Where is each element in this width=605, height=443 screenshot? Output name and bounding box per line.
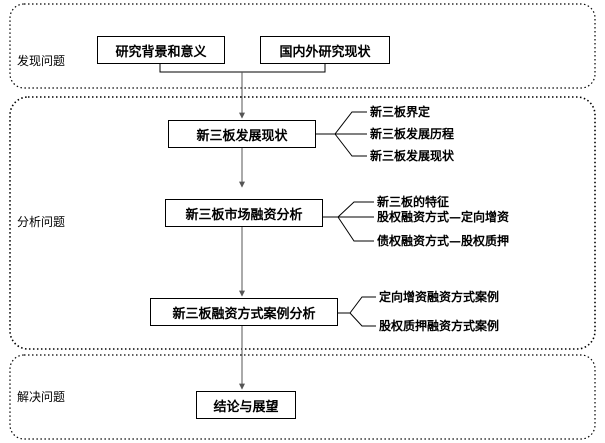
node-literature: 国内外研究现状 [260,36,390,64]
leaf-development-status: 新三板发展现状 [370,149,455,163]
node-financing-analysis: 新三板市场融资分析 [165,199,323,227]
leaf-development-definition: 新三板界定 [370,105,431,119]
stage-boundary-analyze [9,96,596,350]
stage-label-solve: 解决问题 [17,390,66,404]
stage-label-discover: 发现问题 [17,54,66,68]
merge-connector [159,64,326,73]
leaf-financing-debt: 债权融资方式—股权质押 [377,234,510,248]
node-conclusion: 结论与展望 [196,391,296,419]
stage-boundary-solve [9,354,596,440]
node-background: 研究背景和意义 [97,36,225,64]
node-case-analysis: 新三板融资方式案例分析 [150,298,338,326]
node-development: 新三板发展现状 [168,120,316,148]
leaf-development-history: 新三板发展历程 [370,127,455,141]
stage-label-analyze: 分析问题 [17,215,66,229]
brace-development [315,111,367,157]
brace-financing-analysis [323,201,374,242]
leaf-case-private-placement: 定向增资融资方式案例 [379,290,500,304]
brace-case-analysis [338,296,376,327]
leaf-case-equity-pledge: 股权质押融资方式案例 [379,319,500,333]
leaf-financing-features: 新三板的特征 [377,195,450,209]
leaf-financing-equity: 股权融资方式—定向增资 [377,210,510,224]
